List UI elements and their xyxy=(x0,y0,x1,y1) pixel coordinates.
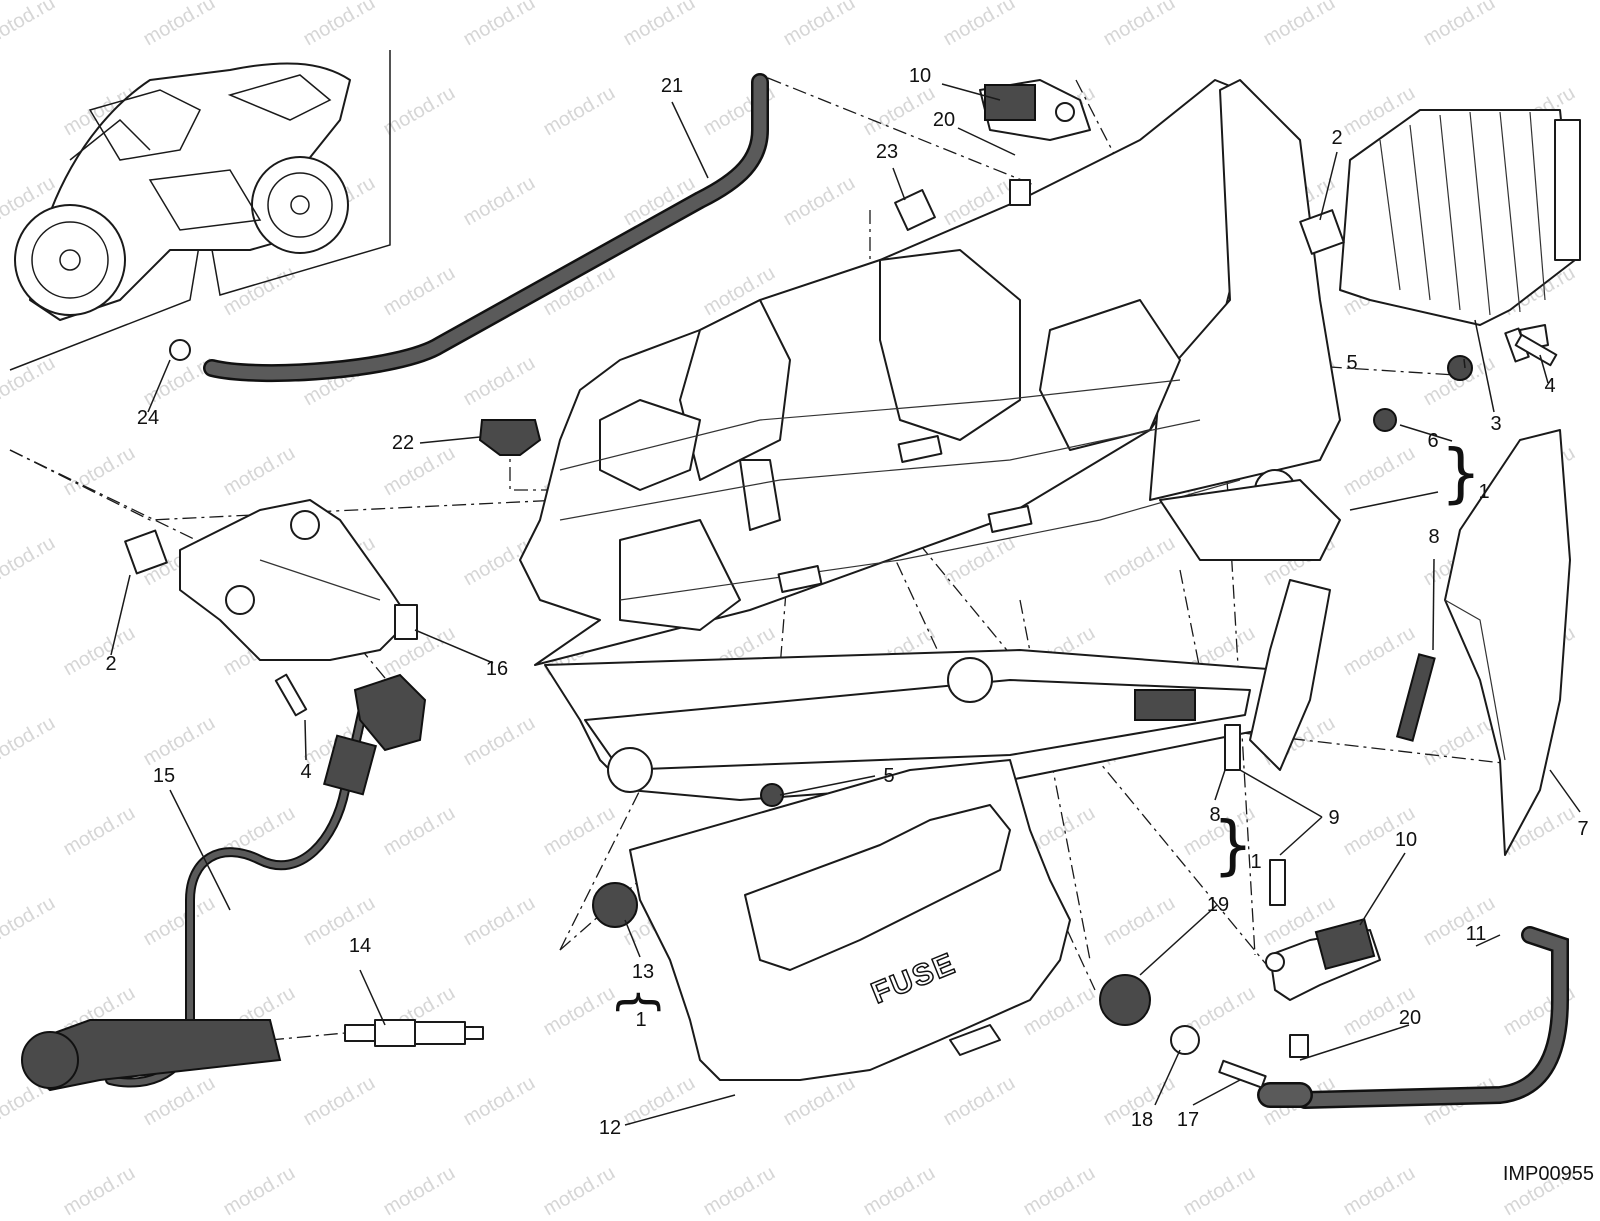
callout-3: 3 xyxy=(1490,413,1502,435)
motorcycle-thumbnail xyxy=(9,50,391,371)
callout-1-left: 1 xyxy=(635,1009,647,1031)
callout-20-top: 20 xyxy=(932,109,956,131)
callout-4-right: 4 xyxy=(1544,375,1556,397)
electrical-bracket-frame xyxy=(519,79,1341,801)
callout-11: 11 xyxy=(1465,923,1487,945)
callout-leaders xyxy=(110,83,1581,1126)
fuse-cover xyxy=(629,759,1071,1081)
callout-20-bottom: 20 xyxy=(1398,1007,1422,1029)
callout-13: 13 xyxy=(631,961,655,983)
callout-6: 6 xyxy=(1427,430,1439,452)
callout-21: 21 xyxy=(660,75,684,97)
side-panel xyxy=(1444,429,1571,856)
sensor-10-bottom xyxy=(1265,917,1381,1058)
sensor-10-top xyxy=(979,79,1091,206)
callout-10-bottom: 10 xyxy=(1394,829,1418,851)
callout-1-bottom: 1 xyxy=(1250,851,1262,873)
hose-21 xyxy=(169,73,769,383)
callout-5-bottom: 5 xyxy=(883,765,895,787)
hardware xyxy=(124,189,1558,1089)
callout-14: 14 xyxy=(348,935,372,957)
callout-2-right: 2 xyxy=(1331,127,1343,149)
ignition-coil xyxy=(179,499,418,661)
callout-12: 12 xyxy=(598,1117,622,1139)
ecu-unit xyxy=(1339,109,1581,363)
callout-18: 18 xyxy=(1130,1109,1154,1131)
callout-7: 7 xyxy=(1577,818,1589,840)
callout-1-top: 1 xyxy=(1478,481,1490,503)
brace-1-top: } xyxy=(1440,437,1482,511)
callout-5-top: 5 xyxy=(1346,352,1358,374)
brace-1-bottom: } xyxy=(1212,809,1254,883)
callout-19: 19 xyxy=(1206,894,1230,916)
callout-2-left: 2 xyxy=(105,653,117,675)
callout-4-left: 4 xyxy=(300,761,312,783)
callout-16: 16 xyxy=(485,658,509,680)
callout-15: 15 xyxy=(152,765,176,787)
callout-17: 17 xyxy=(1176,1109,1200,1131)
callout-8-right: 8 xyxy=(1428,526,1440,548)
hose-11 xyxy=(1257,926,1569,1109)
spark-plug-lead xyxy=(21,673,427,1092)
diagram-code: IMP00955 xyxy=(1502,1163,1594,1185)
callout-23: 23 xyxy=(875,141,899,163)
callout-8-bottom: 8 xyxy=(1209,804,1221,826)
spark-plug xyxy=(344,1019,484,1047)
callout-9: 9 xyxy=(1328,807,1340,829)
callout-10-top: 10 xyxy=(908,65,932,87)
callout-22: 22 xyxy=(391,432,415,454)
callout-24: 24 xyxy=(136,407,160,429)
